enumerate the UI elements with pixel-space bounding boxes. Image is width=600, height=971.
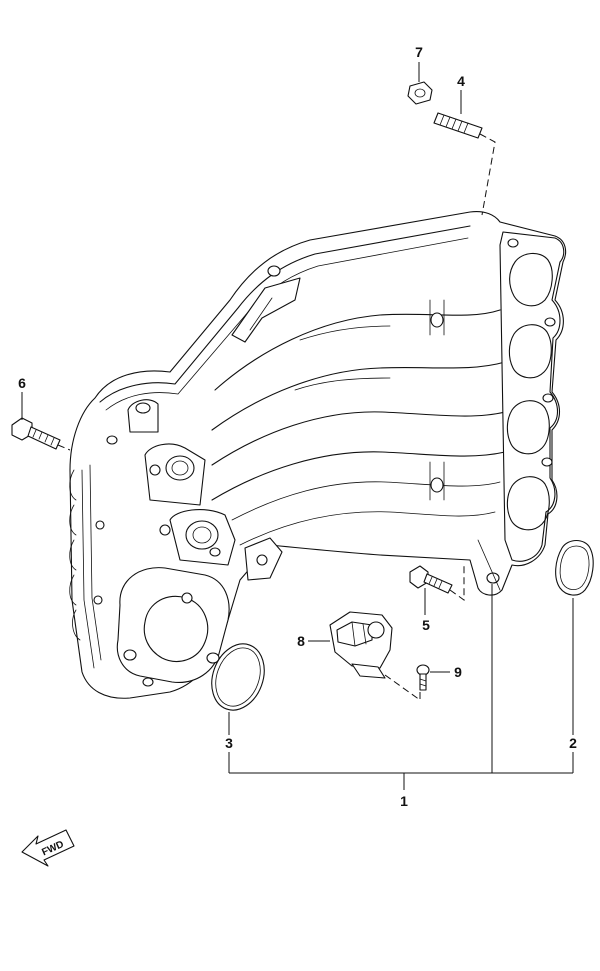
forward-arrow-icon: FWD	[21, 829, 75, 867]
manifold-gasket[interactable]	[555, 539, 594, 596]
callout-3: 3	[225, 735, 233, 751]
throttle-o-ring[interactable]	[203, 636, 273, 717]
leader-lines	[21, 62, 574, 790]
intake-manifold[interactable]	[69, 211, 567, 699]
bolt-6[interactable]	[11, 417, 61, 450]
callout-5: 5	[422, 617, 430, 633]
screw-9[interactable]	[416, 664, 430, 691]
callout-4: 4	[457, 73, 465, 89]
callout-1: 1	[400, 793, 408, 809]
flange-nut[interactable]	[407, 81, 433, 105]
callout-7: 7	[415, 44, 423, 60]
callout-8: 8	[297, 633, 305, 649]
callout-9: 9	[454, 664, 462, 680]
callout-6: 6	[18, 375, 26, 391]
stud-bolt[interactable]	[433, 112, 483, 139]
flange-bolt-5[interactable]	[409, 565, 453, 594]
callout-2: 2	[569, 735, 577, 751]
map-sensor[interactable]	[329, 611, 393, 679]
